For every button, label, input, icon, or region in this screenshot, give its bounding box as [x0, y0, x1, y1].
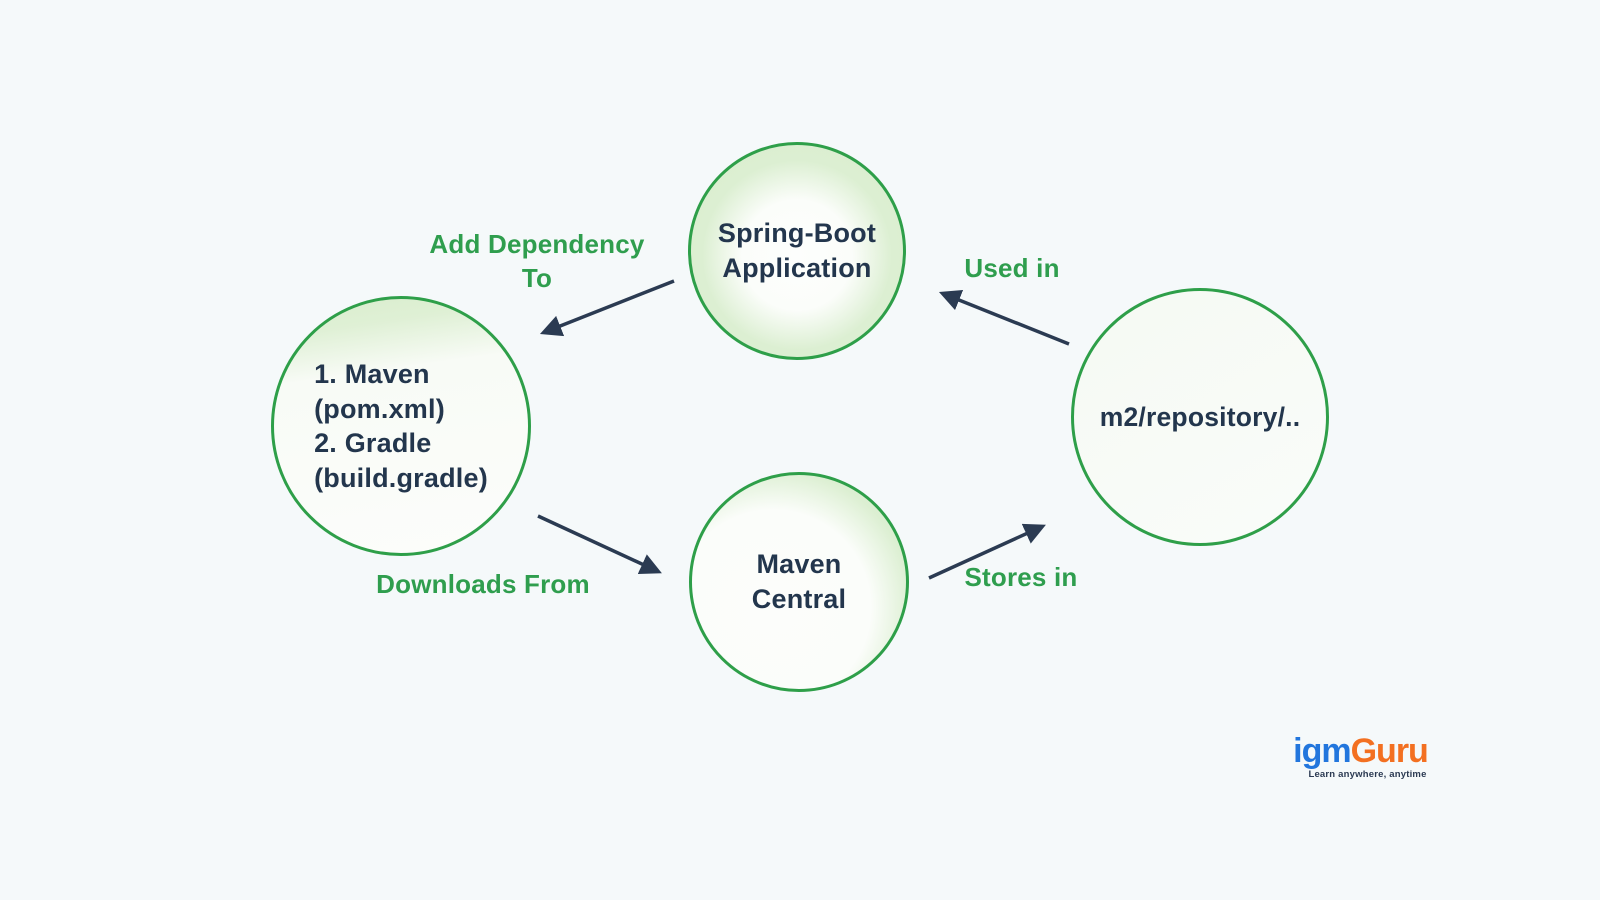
node-build-tools-label: 1. Maven (pom.xml) 2. Gradle (build.grad…	[314, 359, 488, 493]
edge-label-stores-in: Stores in	[964, 562, 1078, 592]
node-maven-central: Maven Central	[689, 472, 909, 692]
logo-igm-text: igm	[1293, 732, 1351, 770]
arrow-used-in	[938, 289, 1070, 346]
node-spring-boot-application-label: Spring-Boot Application	[717, 218, 877, 283]
igmguru-logo: igmGuru Learn anywhere, anytime	[1288, 733, 1433, 780]
edge-label-downloads-from: Downloads From	[376, 569, 590, 599]
logo-guru-text: Guru	[1350, 732, 1429, 770]
arrow-downloads-from	[537, 514, 662, 575]
node-m2-repository-label: m2/repository/..	[1099, 401, 1301, 432]
node-spring-boot-application: Spring-Boot Application	[688, 142, 906, 360]
igmguru-logo-wordmark: igmGuru	[1288, 733, 1433, 769]
edge-label-used-in: Used in	[964, 253, 1060, 283]
edge-label-add-dependency-to: Add Dependency To	[429, 229, 645, 293]
node-build-tools: 1. Maven (pom.xml) 2. Gradle (build.grad…	[271, 296, 531, 556]
node-maven-central-label: Maven Central	[751, 549, 847, 614]
node-m2-repository: m2/repository/..	[1071, 288, 1329, 546]
logo-tagline: Learn anywhere, anytime	[1308, 769, 1427, 780]
